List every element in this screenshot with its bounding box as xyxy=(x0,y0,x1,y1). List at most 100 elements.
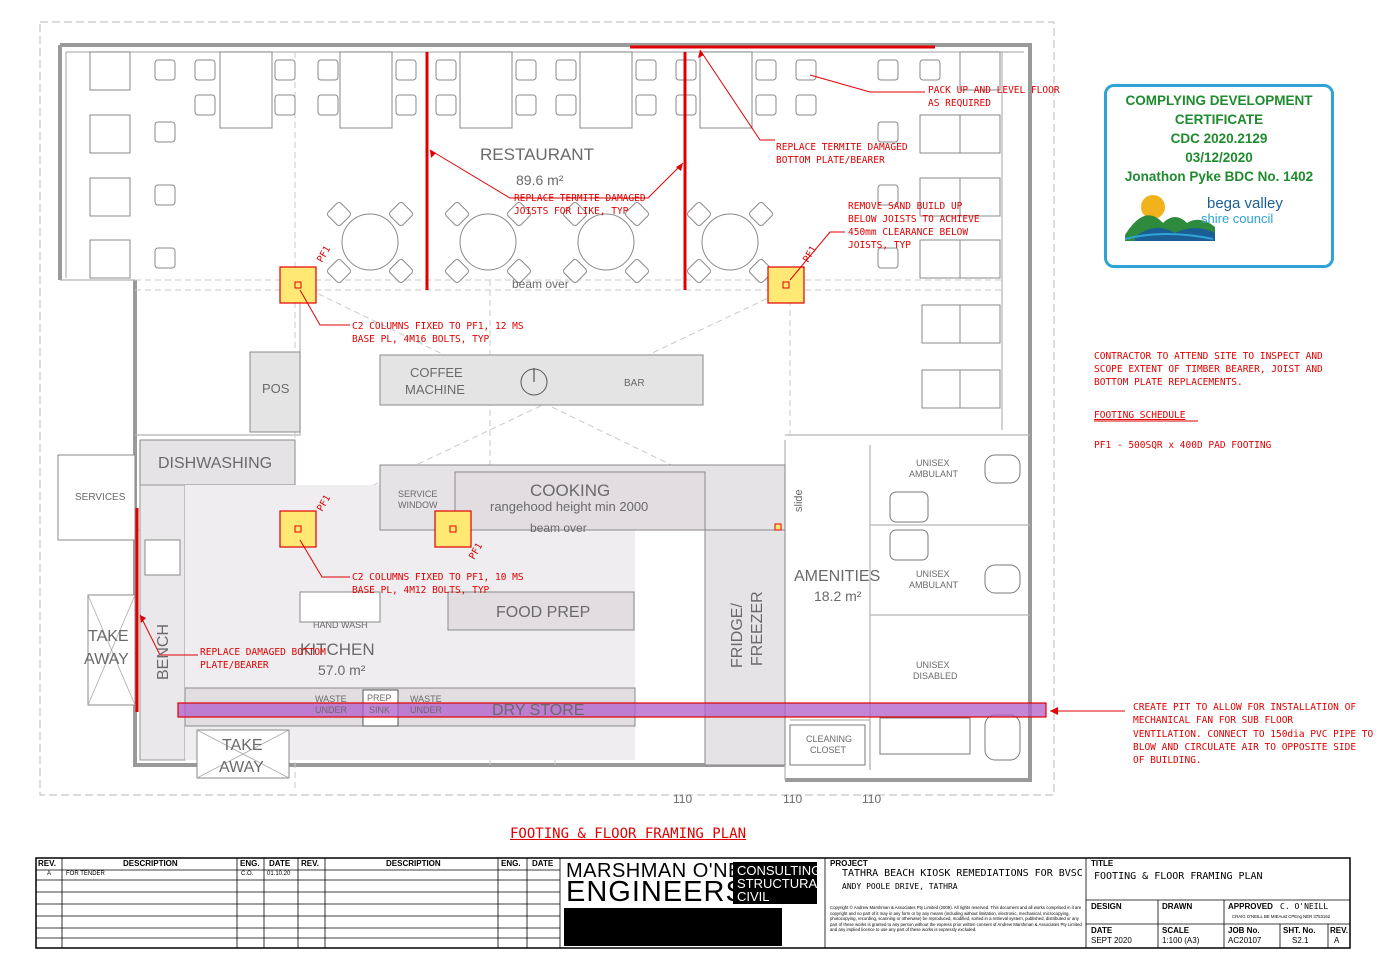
unisex-ambulant-2-label: UNISEX xyxy=(916,569,950,579)
note-termite-joists: REPLACE TERMITE DAMAGED xyxy=(514,193,646,204)
note-pit-3: VENTILATION. CONNECT TO 150dia PVC PIPE … xyxy=(1133,729,1373,740)
kitchen-label: KITCHEN xyxy=(300,640,375,659)
design-label: DESIGN xyxy=(1091,902,1122,911)
dry-store-label: DRY STORE xyxy=(492,702,584,719)
waste-under-label: WASTE xyxy=(315,694,347,704)
note-remove-sand-4: JOISTS, TYP xyxy=(848,240,911,251)
cert-line-2: CERTIFICATE xyxy=(1174,112,1264,127)
service-window-label: SERVICE xyxy=(398,489,437,499)
note-c2-lower-2: BASE PL, 4M12 BOLTS, TYP xyxy=(352,585,490,596)
service-window-label-2: WINDOW xyxy=(398,500,438,510)
note-termite-joists-2: JOISTS FOR LIKE, TYP xyxy=(514,206,629,217)
waste-under-2-label: WASTE xyxy=(410,694,442,704)
council-name: bega valley xyxy=(1207,195,1283,212)
fridge-freezer-label-2: FREEZER xyxy=(749,591,766,666)
note-pit-5: OF BUILDING. xyxy=(1133,755,1202,766)
restaurant-label: RESTAURANT xyxy=(480,145,594,164)
unisex-ambulant-1-label-2: AMBULANT xyxy=(909,469,959,479)
note-c2-upper-2: BASE PL, 4M16 BOLTS, TYP xyxy=(352,334,490,345)
council-logo-icon xyxy=(1125,195,1215,241)
beam-over-label: beam over xyxy=(512,277,569,291)
date-value: SEPT 2020 xyxy=(1091,936,1132,945)
amenities-label: AMENITIES xyxy=(794,568,880,585)
date-header: DATE xyxy=(269,859,291,868)
firm-name-2: ENGINEERS xyxy=(566,876,746,908)
coffee-machine-label-2: MACHINE xyxy=(405,382,465,397)
note-remove-sand: REMOVE SAND BUILD UP xyxy=(848,201,963,212)
take-away-bottom-label: TAKE xyxy=(222,737,263,754)
prep-sink-label: PREP xyxy=(367,693,392,703)
waste-under-label-2: UNDER xyxy=(315,705,348,715)
take-away-left-label: TAKE xyxy=(88,628,129,645)
job-number-value: AC20107 xyxy=(1228,936,1262,945)
slide-label: slide xyxy=(793,489,805,512)
revision-row-date: 01.10.20 xyxy=(267,871,291,877)
note-pack-up: PACK UP AND LEVEL FLOOR xyxy=(928,85,1060,96)
note-termite-bearer-2: BOTTOM PLATE/BEARER xyxy=(776,155,885,166)
rev-header-2: REV. xyxy=(301,859,319,868)
note-pit: CREATE PIT TO ALLOW FOR INSTALLATION OF xyxy=(1133,702,1356,713)
scale-label: SCALE xyxy=(1162,926,1190,935)
unisex-ambulant-1-label: UNISEX xyxy=(916,458,950,468)
note-remove-sand-2: BELOW JOISTS TO ACHIEVE xyxy=(848,214,980,225)
fridge-freezer-label: FRIDGE/ xyxy=(729,603,746,668)
sheet-number-label: SHT. No. xyxy=(1283,926,1316,935)
take-away-left-label-2: AWAY xyxy=(84,651,129,668)
title-label: TITLE xyxy=(1091,859,1114,868)
bench-label: BENCH xyxy=(155,624,172,680)
note-remove-sand-3: 450mm CLEARANCE BELOW xyxy=(848,227,968,238)
eng-header: ENG. xyxy=(240,859,260,868)
bar-label: BAR xyxy=(624,378,645,389)
cert-line-4: 03/12/2020 xyxy=(1185,150,1253,165)
approved-credentials: CRAIG O'NEILL BE MIEAust CPEng NER 37531… xyxy=(1232,914,1331,919)
rev-header: REV. xyxy=(38,859,56,868)
footing-schedule-heading: FOOTING SCHEDULE xyxy=(1094,410,1186,421)
dimension-label-2: 110 xyxy=(783,792,802,806)
beam-over-label-2: beam over xyxy=(530,521,587,535)
note-pit-4: BLOW AND CIRCULATE AIR TO OPPOSITE SIDE xyxy=(1133,742,1356,753)
copyright-notice: Copyright © Andrew Marshman & Associates… xyxy=(830,905,1082,933)
cleaning-closet-label: CLEANING xyxy=(806,734,852,744)
date-label: DATE xyxy=(1091,926,1113,935)
revision-value: A xyxy=(1334,936,1340,945)
firm-tagline-2: STRUCTURAL xyxy=(737,876,825,891)
cleaning-closet-label-2: CLOSET xyxy=(810,745,847,755)
job-number-label: JOB No. xyxy=(1228,926,1260,935)
amenities-area: 18.2 m² xyxy=(814,588,862,604)
plan-title: FOOTING & FLOOR FRAMING PLAN xyxy=(510,826,747,842)
footing-schedule-pf1: PF1 - 500SQR x 400D PAD FOOTING xyxy=(1094,440,1272,451)
description-header-2: DESCRIPTION xyxy=(386,859,441,868)
prep-sink-label-2: SINK xyxy=(369,705,390,715)
unisex-ambulant-2-label-2: AMBULANT xyxy=(909,580,959,590)
cert-line-1: COMPLYING DEVELOPMENT xyxy=(1125,93,1313,108)
note-c2-lower: C2 COLUMNS FIXED TO PF1, 10 MS xyxy=(352,572,524,583)
approved-label: APPROVED xyxy=(1228,902,1273,911)
coffee-machine-label: COFFEE xyxy=(410,365,463,380)
revision-row-description: FOR TENDER xyxy=(66,871,105,877)
revision-label: REV. xyxy=(1330,926,1348,935)
firm-tagline: CONSULTING xyxy=(737,863,822,878)
food-prep-label: FOOD PREP xyxy=(496,604,590,621)
note-pack-up-2: AS REQUIRED xyxy=(928,98,991,109)
project-address: ANDY POOLE DRIVE, TATHRA xyxy=(842,882,958,891)
note-contractor: CONTRACTOR TO ATTEND SITE TO INSPECT AND xyxy=(1094,351,1323,362)
unisex-disabled-label: UNISEX xyxy=(916,660,950,670)
dimension-label-3: 110 xyxy=(862,792,881,806)
scale-value: 1:100 (A3) xyxy=(1162,936,1200,945)
waste-under-2-label-2: UNDER xyxy=(410,705,443,715)
note-pit-2: MECHANICAL FAN FOR SUB FLOOR xyxy=(1133,715,1293,726)
note-replace-bottom: REPLACE DAMAGED BOTTOM xyxy=(200,647,326,658)
note-c2-upper: C2 COLUMNS FIXED TO PF1, 12 MS xyxy=(352,321,524,332)
revision-row-eng: C.O. xyxy=(241,871,254,877)
note-termite-bearer: REPLACE TERMITE DAMAGED xyxy=(776,142,908,153)
dishwashing-label: DISHWASHING xyxy=(158,455,272,472)
hand-wash-label: HAND WASH xyxy=(313,620,368,630)
unisex-disabled-label-2: DISABLED xyxy=(913,671,958,681)
project-name: TATHRA BEACH KIOSK REMEDIATIONS FOR BVSC xyxy=(842,868,1083,879)
dimension-label: 110 xyxy=(673,792,692,806)
title-value: FOOTING & FLOOR FRAMING PLAN xyxy=(1094,871,1263,882)
note-replace-bottom-2: PLATE/BEARER xyxy=(200,660,269,671)
note-contractor-2: SCOPE EXTENT OF TIMBER BEARER, JOIST AND xyxy=(1094,364,1323,375)
